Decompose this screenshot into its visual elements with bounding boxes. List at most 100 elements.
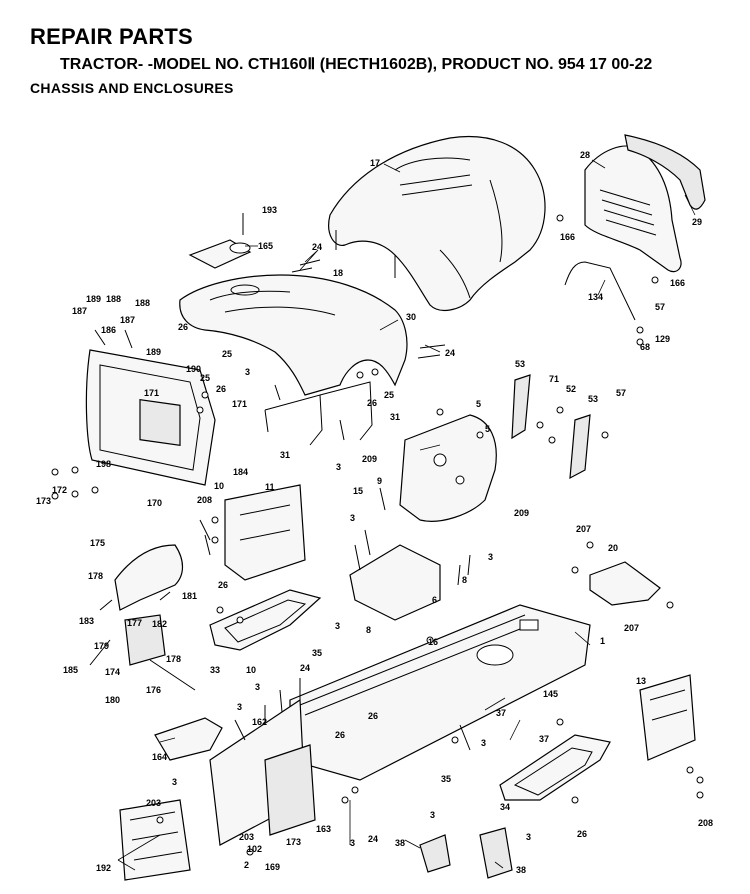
part-callout-71: 71 [549, 374, 559, 384]
plate-6 [349, 544, 441, 621]
part-callout-182: 182 [152, 619, 167, 629]
part-callout-37: 37 [539, 734, 549, 744]
grille-part [584, 134, 706, 273]
part-callout-2: 2 [244, 860, 249, 870]
part-callout-183: 183 [79, 616, 94, 626]
front-support-164 [154, 717, 223, 761]
part-callout-209: 209 [362, 454, 377, 464]
part-callout-192: 192 [96, 863, 111, 873]
part-callout-145: 145 [543, 689, 558, 699]
side-panel-13 [639, 674, 696, 761]
bracket-53-right [569, 414, 591, 480]
part-callout-25: 25 [222, 349, 232, 359]
part-callout-11: 11 [265, 482, 275, 492]
bracket-53-left [511, 374, 531, 440]
part-callout-10: 10 [246, 665, 256, 675]
part-callout-163: 163 [316, 824, 331, 834]
part-callout-29: 29 [692, 217, 702, 227]
part-callout-169: 169 [265, 862, 280, 872]
seat-pan-9 [399, 414, 497, 522]
part-callout-57: 57 [655, 302, 665, 312]
part-callout-68: 68 [640, 342, 650, 352]
part-callout-170: 170 [147, 498, 162, 508]
part-callout-165: 165 [258, 241, 273, 251]
part-callout-174: 174 [105, 667, 120, 677]
dash-tower-11 [224, 484, 306, 581]
part-callout-53: 53 [588, 394, 598, 404]
page-title: REPAIR PARTS [30, 24, 193, 49]
part-callout-166: 166 [670, 278, 685, 288]
part-callout-17: 17 [370, 158, 380, 168]
part-callout-26: 26 [577, 829, 587, 839]
main-frame-1 [289, 604, 591, 781]
part-callout-185: 185 [63, 665, 78, 675]
part-callout-24: 24 [300, 663, 310, 673]
part-callout-3: 3 [255, 682, 260, 692]
part-callout-3: 3 [350, 513, 355, 523]
part-callout-24: 24 [368, 834, 378, 844]
footrest-right-34 [499, 734, 611, 801]
part-callout-189: 189 [146, 347, 161, 357]
part-callout-187: 187 [120, 315, 135, 325]
part-callout-24: 24 [445, 348, 455, 358]
part-callout-8: 8 [462, 575, 467, 585]
part-callout-20: 20 [608, 543, 618, 553]
part-callout-26: 26 [178, 322, 188, 332]
part-callout-26: 26 [218, 580, 228, 590]
part-callout-173: 173 [36, 496, 51, 506]
part-callout-13: 13 [636, 676, 646, 686]
part-callout-180: 180 [105, 695, 120, 705]
bracket-31-right [319, 381, 373, 441]
fender-part [179, 274, 408, 396]
part-callout-208: 208 [197, 495, 212, 505]
part-callout-53: 53 [515, 359, 525, 369]
part-callout-102: 102 [247, 844, 262, 854]
part-callout-35: 35 [441, 774, 451, 784]
part-callout-25: 25 [384, 390, 394, 400]
part-callout-26: 26 [335, 730, 345, 740]
part-callout-198: 198 [96, 459, 111, 469]
part-callout-5: 5 [485, 424, 490, 434]
part-callout-3: 3 [526, 832, 531, 842]
part-callout-177: 177 [127, 618, 142, 628]
part-callout-162: 162 [252, 717, 267, 727]
part-callout-1: 1 [600, 636, 605, 646]
part-callout-35: 35 [312, 648, 322, 658]
part-callout-10: 10 [214, 481, 224, 491]
part-callout-176: 176 [146, 685, 161, 695]
leader-lines [117, 159, 696, 871]
part-callout-3: 3 [237, 702, 242, 712]
part-callout-16: 16 [428, 637, 438, 647]
hood-rod-134 [564, 261, 636, 321]
dash-panel-170 [85, 349, 216, 486]
part-callout-179: 179 [94, 641, 109, 651]
part-callout-15: 15 [353, 486, 363, 496]
part-callout-37: 37 [496, 708, 506, 718]
part-callout-52: 52 [566, 384, 576, 394]
part-callout-57: 57 [616, 388, 626, 398]
bracket-38-left [419, 834, 451, 873]
model-subtitle: TRACTOR- -MODEL NO. CTH160Ⅱ (HECTH1602B)… [60, 56, 653, 73]
part-callout-26: 26 [216, 384, 226, 394]
part-callout-28: 28 [580, 150, 590, 160]
bumper-192 [119, 799, 191, 881]
part-callout-24: 24 [312, 242, 322, 252]
part-callout-34: 34 [500, 802, 510, 812]
part-callout-186: 186 [101, 325, 116, 335]
part-callout-3: 3 [430, 810, 435, 820]
part-callout-188: 188 [135, 298, 150, 308]
part-callout-134: 134 [588, 292, 603, 302]
part-callout-181: 181 [182, 591, 197, 601]
part-callout-187: 187 [72, 306, 87, 316]
part-callout-184: 184 [233, 467, 248, 477]
part-callout-9: 9 [377, 476, 382, 486]
bracket-38-right [479, 827, 513, 879]
part-callout-164: 164 [152, 752, 167, 762]
part-callout-189: 189 [86, 294, 101, 304]
part-callout-30: 30 [406, 312, 416, 322]
part-callout-208: 208 [698, 818, 713, 828]
part-callout-171: 171 [144, 388, 159, 398]
part-callout-31: 31 [390, 412, 400, 422]
